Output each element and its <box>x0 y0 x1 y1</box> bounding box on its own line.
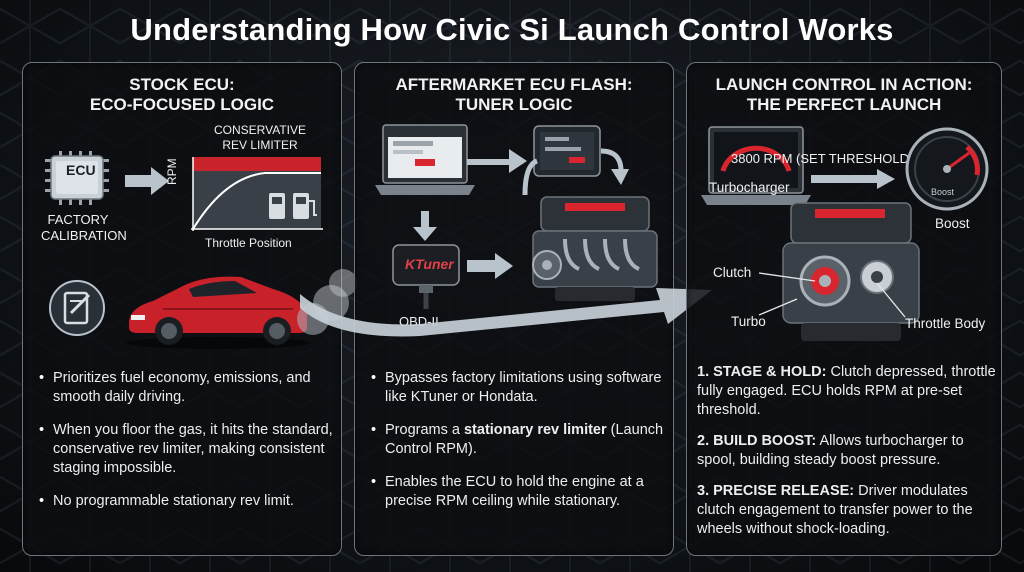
launch-steps-list: 1. STAGE & HOLD: Clutch depressed, throt… <box>697 363 997 551</box>
panel-heading-line2: ECO-FOCUSED LOGIC <box>89 95 275 114</box>
step-text: Allows turbocharger to spool, building s… <box>697 433 964 468</box>
ecu-label: ECU <box>66 162 96 178</box>
step-text: Driver modulates clutch engagement to tr… <box>697 483 973 537</box>
list-item: 1. STAGE & HOLD: Clutch depressed, throt… <box>697 363 997 420</box>
arrow-right-icon <box>125 167 169 195</box>
turbo-label: Turbo <box>731 314 766 329</box>
chart-caption-line1: CONSERVATIVE <box>213 123 307 137</box>
panel-heading-line2: THE PERFECT LAUNCH <box>746 95 942 114</box>
chart-ylabel: RPM <box>165 158 179 185</box>
checklist-icon <box>49 280 105 336</box>
red-civic-car-icon <box>126 276 310 349</box>
bullet2-post: (Launch Control RPM). <box>385 422 664 457</box>
factory-line1: FACTORY <box>47 212 109 227</box>
chart-caption: CONSERVATIVE REV LIMITER <box>201 123 319 153</box>
ecu-chip-icon <box>45 151 109 205</box>
step-title: 1. STAGE & HOLD: <box>697 364 827 380</box>
threshold-label: 3800 RPM (SET THRESHOLD) <box>731 151 914 166</box>
step-title: 3. PRECISE RELEASE: <box>697 483 855 499</box>
callout-lines <box>758 272 906 318</box>
panel-heading: LAUNCH CONTROL IN ACTION: THE PERFECT LA… <box>687 75 1001 115</box>
arrow-curve-up-icon <box>522 158 539 196</box>
laptop-icon <box>375 124 475 195</box>
arrow-curve-down-icon <box>600 148 629 185</box>
arrow-right-icon <box>811 169 895 189</box>
list-item: Programs a stationary rev limiter (Launc… <box>371 421 671 459</box>
panel-heading-line2: TUNER LOGIC <box>455 95 573 114</box>
turbo-engine-icon <box>782 202 920 341</box>
tuner-bullet-list: Bypasses factory limitations using softw… <box>371 369 671 525</box>
stock-ecu-bullet-list: Prioritizes fuel economy, emissions, and… <box>39 369 339 525</box>
panel-heading: STOCK ECU: ECO-FOCUSED LOGIC <box>23 75 341 115</box>
boost-gauge-icon <box>905 127 989 211</box>
step-title: 2. BUILD BOOST: <box>697 433 817 449</box>
bullet2-bold: stationary rev limiter <box>463 422 607 438</box>
rev-limiter-chart <box>191 157 323 231</box>
throttle-body-label: Throttle Body <box>905 316 986 331</box>
list-item: No programmable stationary rev limit. <box>39 492 339 511</box>
engine-icon <box>532 196 658 301</box>
list-item: Prioritizes fuel economy, emissions, and… <box>39 369 339 407</box>
list-item: 3. PRECISE RELEASE: Driver modulates clu… <box>697 482 997 539</box>
panel-heading: AFTERMARKET ECU FLASH: TUNER LOGIC <box>355 75 673 115</box>
ktuner-label: KTuner <box>405 256 454 272</box>
list-item: Bypasses factory limitations using softw… <box>371 369 671 407</box>
panel-heading-line1: AFTERMARKET ECU FLASH: <box>395 75 633 94</box>
panel-launch-control: LAUNCH CONTROL IN ACTION: THE PERFECT LA… <box>686 62 1002 556</box>
launch-arrow <box>300 288 712 337</box>
boost-label: Boost <box>935 216 970 231</box>
page-title: Understanding How Civic Si Launch Contro… <box>130 12 894 47</box>
gauge-face-label: Boost <box>931 187 955 197</box>
panel-stock-ecu: STOCK ECU: ECO-FOCUSED LOGIC ECU FACTORY… <box>22 62 357 556</box>
arrow-curve-icon <box>467 149 527 173</box>
panel-heading-line1: STOCK ECU: <box>129 75 235 94</box>
arrow-down-icon <box>413 211 437 241</box>
list-item: Enables the ECU to hold the engine at a … <box>371 473 671 511</box>
factory-line2: CALIBRATION <box>41 228 127 243</box>
step-text: Clutch depressed, throttle fully engaged… <box>697 364 996 418</box>
clutch-label: Clutch <box>713 265 752 280</box>
list-item: 2. BUILD BOOST: Allows turbocharger to s… <box>697 432 997 470</box>
turbocharger-label: Turbocharger <box>709 180 790 195</box>
panel-heading-line1: LAUNCH CONTROL IN ACTION: <box>715 75 973 94</box>
laptop-tach-icon <box>701 126 811 205</box>
factory-calibration-label: FACTORY CALIBRATION <box>41 212 127 244</box>
ktuner-device-icon <box>392 244 460 309</box>
chart-xlabel: Throttle Position <box>205 236 292 250</box>
tablet-icon <box>533 125 601 177</box>
arrow-right-icon <box>467 253 513 279</box>
list-item: When you floor the gas, it hits the stan… <box>39 421 339 478</box>
fuel-pump-icon <box>269 193 317 219</box>
bullet2-pre: Programs a <box>385 422 464 438</box>
chart-caption-line2: REV LIMITER <box>222 138 298 152</box>
